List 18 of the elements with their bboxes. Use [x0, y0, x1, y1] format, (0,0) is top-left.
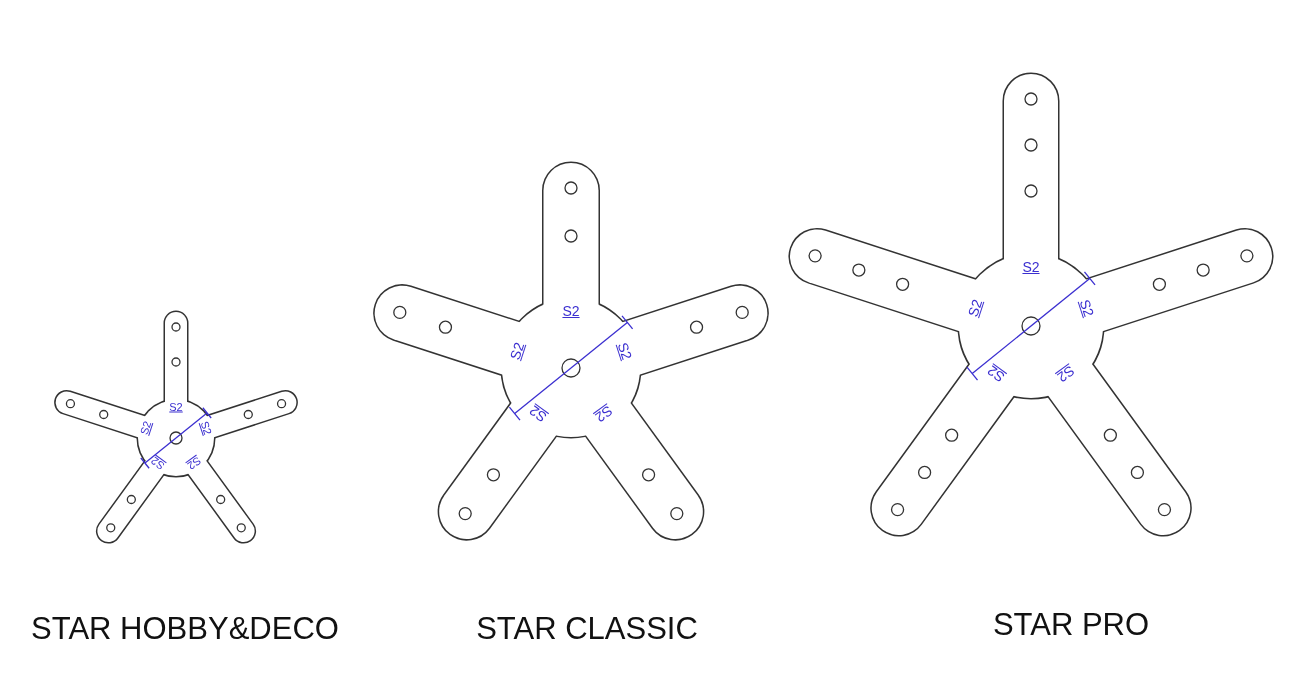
section-label: S2 — [1077, 297, 1097, 319]
section-label: S2 — [965, 297, 985, 319]
product-name: STAR PRO — [992, 608, 1150, 643]
section-label: S2 — [562, 304, 580, 319]
section-label: S2 — [169, 401, 183, 413]
section-label: S2 — [615, 340, 635, 361]
section-label: S2 — [593, 403, 616, 425]
section-label: S2 — [198, 420, 213, 437]
product-name: STAR CLASSIC — [476, 612, 698, 647]
section-label: S2 — [185, 454, 203, 472]
section-label: S2 — [1054, 363, 1077, 385]
section-label: S2 — [139, 420, 154, 437]
product-name: STAR HOBBY&DECO — [31, 612, 339, 647]
section-label: S2 — [149, 454, 167, 472]
section-label: S2 — [985, 363, 1008, 385]
section-label: S2 — [526, 403, 549, 425]
section-label: S2 — [1022, 259, 1040, 274]
section-label: S2 — [507, 340, 527, 361]
